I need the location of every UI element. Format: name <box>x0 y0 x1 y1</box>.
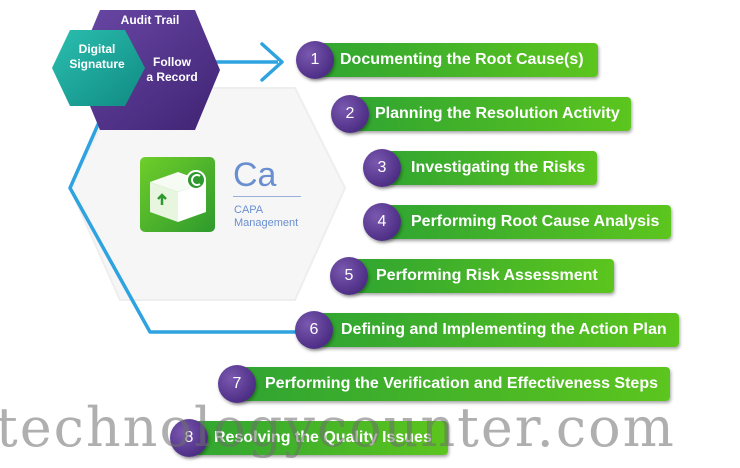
step-1-number: 1 <box>296 41 334 79</box>
capa-label-line2: Management <box>234 217 299 229</box>
step-5-bar: Performing Risk Assessment <box>342 259 614 293</box>
step-7-bar: Performing the Verification and Effectiv… <box>230 367 670 401</box>
step-2-number: 2 <box>331 95 369 133</box>
step-3-label: Investigating the Risks <box>411 159 586 176</box>
audit-trail-label: Audit Trail <box>120 13 180 27</box>
follow-label-line2: a Record <box>146 70 198 84</box>
bracket-line <box>68 119 300 334</box>
step-1-label: Documenting the Root Cause(s) <box>340 51 584 68</box>
capa-label-line1: CAPA <box>234 204 264 216</box>
step-6-label: Defining and Implementing the Action Pla… <box>341 321 667 338</box>
step-6-number: 6 <box>295 311 333 349</box>
step-1-bar: Documenting the Root Cause(s) <box>308 43 598 77</box>
step-5-label: Performing Risk Assessment <box>376 267 598 284</box>
ca-divider <box>233 196 301 197</box>
step-7-number: 7 <box>218 365 256 403</box>
step-2-label: Planning the Resolution Activity <box>375 105 620 122</box>
step-8-number: 8 <box>170 419 208 457</box>
step-5-number: 5 <box>330 257 368 295</box>
step-4-label: Performing Root Cause Analysis <box>411 213 660 230</box>
step-7-label: Performing the Verification and Effectiv… <box>265 375 658 392</box>
step-8-bar: Resolving the Quality Issues <box>182 421 448 455</box>
digital-label-line2: Signature <box>69 57 125 71</box>
step-3-number: 3 <box>363 149 401 187</box>
capa-box-icon <box>140 157 215 232</box>
follow-label-line1: Follow <box>153 55 191 69</box>
capa-management-label: CAPA Management <box>234 204 324 230</box>
step-6-bar: Defining and Implementing the Action Pla… <box>307 313 679 347</box>
ca-symbol: Ca <box>233 156 277 194</box>
arrow-head-icon <box>260 42 284 82</box>
digital-signature-label: Digital Signature <box>55 42 139 72</box>
step-4-number: 4 <box>363 203 401 241</box>
watermark-text: technologycounter.com <box>0 396 676 459</box>
step-3-bar: Investigating the Risks <box>375 151 597 185</box>
step-8-label: Resolving the Quality Issues <box>214 429 432 446</box>
step-2-bar: Planning the Resolution Activity <box>343 97 631 131</box>
digital-label-line1: Digital <box>78 42 116 56</box>
teal-hexagon <box>52 30 145 106</box>
step-4-bar: Performing Root Cause Analysis <box>375 205 671 239</box>
follow-record-label: Follow a Record <box>140 55 204 85</box>
